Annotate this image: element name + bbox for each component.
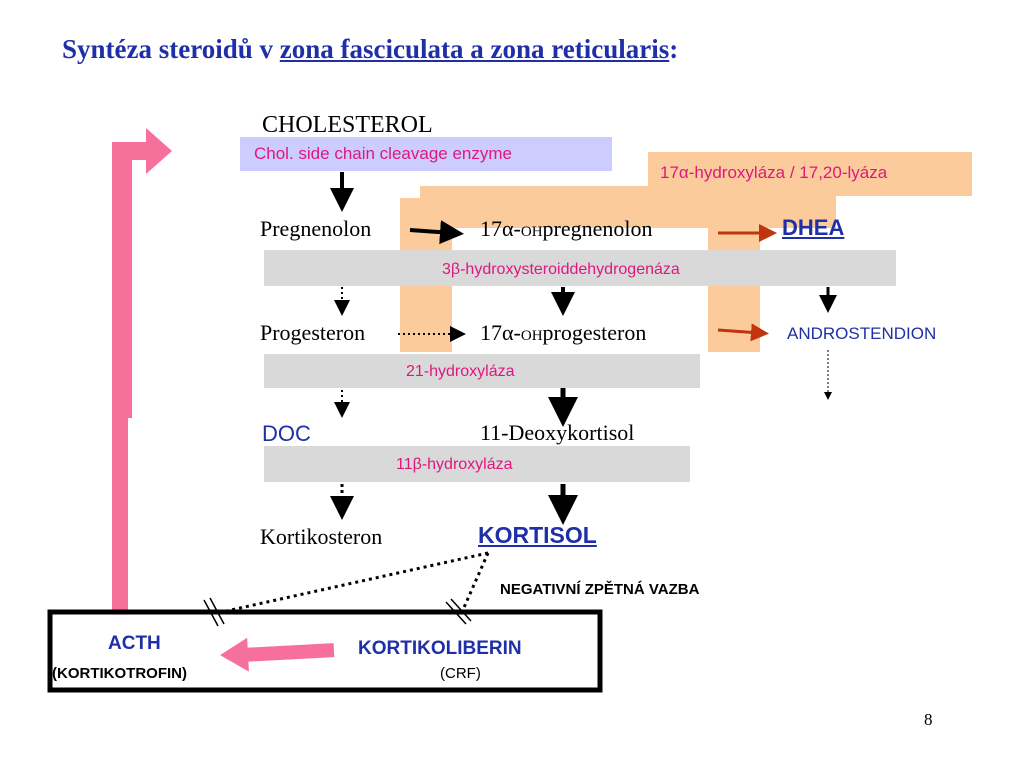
page-number: 8	[924, 710, 933, 729]
enzyme-11-hydroxylase: 11β-hydroxyláza	[396, 456, 513, 473]
negative-feedback-label: NEGATIVNÍ ZPĚTNÁ VAZBA	[500, 581, 700, 598]
title-underlined: zona fasciculata a zona reticularis	[279, 34, 670, 64]
page-title: Syntéza steroidů v zona fasciculata a zo…	[62, 34, 678, 65]
compound-pregnenolon: Pregnenolon	[260, 216, 372, 241]
prefix-17a: 17α-	[480, 216, 521, 241]
lyase-label-box	[648, 152, 972, 196]
compound-dhea: DHEA	[782, 215, 845, 240]
enzyme-side-chain-box	[240, 137, 612, 171]
compound-cholesterol: CHOLESTEROL	[262, 112, 433, 138]
oh-group: OH	[520, 328, 543, 344]
compound-17oh-progesteron: 17α-OHprogesteron	[480, 320, 646, 346]
enzyme-21-hydroxylase: 21-hydroxyláza	[406, 363, 515, 380]
lyase-band	[400, 198, 836, 228]
pink-crh-acth-arrow	[220, 637, 335, 672]
hormone-crf: (CRF)	[440, 665, 481, 682]
arrow-preg-17oh	[409, 220, 464, 245]
prefix-17a: 17α-	[480, 320, 521, 345]
enzyme-side-chain: Chol. side chain cleavage enzyme	[254, 144, 512, 163]
title-suffix: :	[669, 34, 679, 64]
hormone-acth: ACTH	[108, 633, 161, 654]
title-prefix: Syntéza steroidů v	[62, 34, 280, 64]
enzyme-21-band	[264, 354, 700, 388]
pregnenolon-suffix: pregnenolon	[542, 216, 653, 241]
compound-kortikosteron: Kortikosteron	[260, 524, 383, 549]
enzyme-hsd-band	[264, 250, 896, 286]
enzyme-hydroxylase-lyase: 17α-hydroxyláza / 17,20-lyáza	[660, 163, 888, 182]
compound-17oh-pregnenolon: 17α-OHpregnenolon	[480, 216, 653, 242]
compound-progesteron: Progesteron	[260, 320, 366, 345]
pink-acth-loop-arrow	[112, 128, 172, 614]
compound-androstendion: ANDROSTENDION	[787, 324, 937, 343]
compound-doc: DOC	[262, 421, 311, 446]
progesteron-suffix: progesteron	[542, 320, 647, 345]
feedback-line-acth	[221, 551, 489, 614]
enzyme-11-band	[264, 446, 690, 482]
compound-kortisol: KORTISOL	[478, 522, 597, 548]
enzyme-hsd: 3β-hydroxysteroiddehydrogenáza	[442, 261, 680, 278]
hypothalamus-pituitary-box	[47, 609, 603, 693]
feedback-line-crh	[460, 552, 490, 613]
oh-group: OH	[520, 224, 543, 240]
hormone-acth-full: (KORTIKOTROFIN)	[52, 665, 187, 682]
arrow-17ohprog-andro	[717, 323, 769, 342]
hormone-kortikoliberin: KORTIKOLIBERIN	[358, 638, 522, 659]
